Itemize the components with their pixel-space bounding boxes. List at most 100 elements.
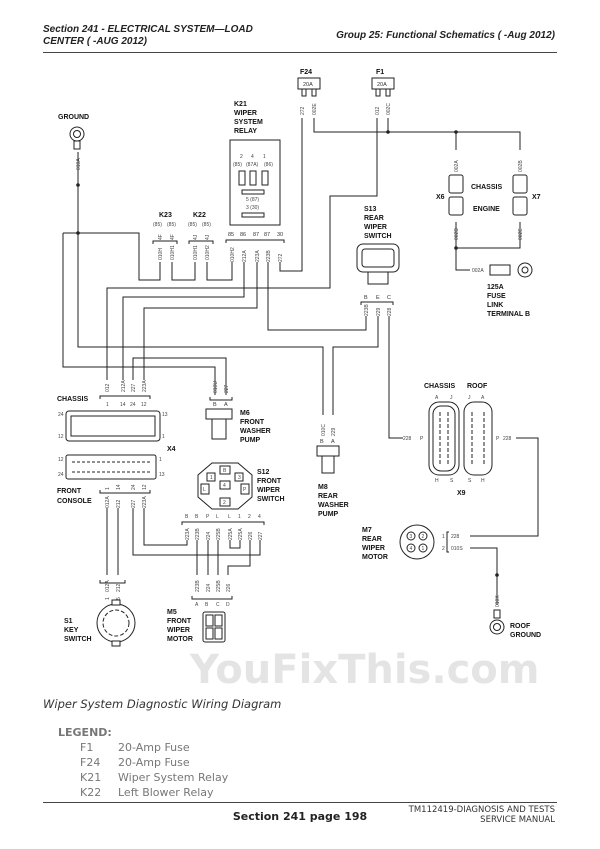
svg-text:FRONT: FRONT [167, 618, 192, 625]
svg-text:1: 1 [106, 402, 109, 408]
svg-text:3: 3 [410, 534, 413, 540]
svg-text:(85): (85) [167, 222, 176, 228]
svg-text:P: P [206, 514, 210, 520]
svg-text:A: A [331, 439, 335, 445]
svg-text:L: L [216, 514, 219, 520]
motor-m7: M7 REAR WIPER MOTOR 3 2 4 1 1 2 228 010S [362, 524, 463, 561]
svg-text:PUMP: PUMP [318, 511, 339, 518]
svg-text:86: 86 [240, 232, 246, 238]
fuse-f1: F1 20A 012 002C [371, 69, 395, 115]
svg-text:P: P [243, 487, 247, 493]
svg-text:2: 2 [442, 546, 445, 552]
connector-x9: CHASSIS ROOF A J J A H S S H X9 228 P P … [403, 383, 512, 497]
svg-text:3 (30): 3 (30) [246, 205, 259, 211]
svg-text:225B: 225B [216, 528, 222, 540]
relay-k23: K23 (85) (85) 4F 4F 010H 010H1 [152, 212, 178, 260]
svg-text:225A: 225A [228, 528, 234, 540]
svg-text:010S: 010S [451, 546, 463, 552]
footer-divider [43, 802, 557, 803]
svg-text:4F: 4F [170, 234, 176, 240]
svg-text:13: 13 [162, 412, 168, 418]
svg-text:4J: 4J [205, 234, 211, 240]
svg-text:226: 226 [226, 583, 232, 592]
svg-text:CHASSIS: CHASSIS [471, 184, 502, 191]
wire-label: 010A [76, 158, 82, 170]
svg-text:M5: M5 [167, 609, 177, 616]
svg-text:B: B [185, 514, 189, 520]
svg-text:12: 12 [141, 402, 147, 408]
svg-text:S12: S12 [257, 469, 270, 476]
svg-text:002A: 002A [454, 160, 460, 172]
svg-text:GROUND: GROUND [510, 632, 541, 639]
svg-text:229: 229 [376, 307, 382, 316]
svg-text:010H2: 010H2 [230, 247, 236, 262]
svg-text:010H2: 010H2 [205, 245, 211, 260]
motor-m5: 223B 224 225B 226 A B C D M5 FRONT WIPER… [167, 580, 233, 643]
svg-text:12: 12 [58, 434, 64, 440]
wiper-wiring-diagram: GROUND 010A F24 20A 272 002E F1 20A 012 … [57, 69, 541, 693]
svg-text:223A: 223A [255, 250, 261, 262]
svg-text:272: 272 [278, 253, 284, 262]
svg-text:WIPER: WIPER [234, 110, 257, 117]
svg-text:010C: 010C [321, 424, 327, 436]
svg-text:REAR: REAR [318, 493, 338, 500]
svg-text:125A: 125A [487, 284, 504, 291]
switch-s12: B 1 3 L 4 P 2 S12 FRONT WIPER SWITCH B B… [181, 462, 285, 540]
svg-text:223B: 223B [195, 528, 201, 540]
ground-label: GROUND [58, 114, 89, 121]
svg-text:1: 1 [238, 514, 241, 520]
svg-text:5: 5 [116, 597, 122, 600]
svg-text:A: A [481, 395, 485, 401]
connectors-x6-x7: 002A 002B 002D 002E X6 X7 CHASSIS ENGINE [436, 160, 541, 240]
svg-text:012: 012 [105, 383, 111, 392]
svg-text:FUSE: FUSE [487, 293, 506, 300]
svg-text:S1: S1 [64, 618, 73, 625]
svg-text:227: 227 [224, 384, 230, 393]
svg-text:1: 1 [442, 534, 445, 540]
svg-text:010H: 010H [158, 248, 164, 260]
key-switch-s1: 012A 212 1 5 S1 KEY SWITCH [64, 580, 136, 647]
svg-text:225A: 225A [238, 528, 244, 540]
svg-text:WIPER: WIPER [167, 627, 190, 634]
svg-text:229: 229 [331, 427, 337, 436]
svg-text:4: 4 [410, 546, 413, 552]
svg-text:H: H [481, 478, 485, 484]
ground-terminal: GROUND 010A [58, 114, 89, 170]
svg-text:24: 24 [58, 472, 64, 478]
svg-text:2: 2 [223, 500, 226, 506]
switch-s13: S13 REAR WIPER SWITCH B E C 223B 229 228 [356, 206, 400, 316]
svg-text:WIPER: WIPER [257, 487, 280, 494]
svg-text:SWITCH: SWITCH [257, 496, 285, 503]
svg-text:227: 227 [131, 499, 137, 508]
svg-text:K22: K22 [193, 212, 206, 219]
svg-text:012: 012 [375, 106, 381, 115]
legend-title: LEGEND: [58, 726, 112, 739]
svg-text:L: L [228, 514, 231, 520]
svg-text:F1: F1 [376, 69, 384, 76]
relay-k22: K22 (85) (85) 4J 4J 010H1 010H2 [188, 212, 214, 260]
svg-text:2: 2 [422, 534, 425, 540]
svg-text:PUMP: PUMP [240, 437, 261, 444]
svg-text:87: 87 [264, 232, 270, 238]
relay-k21: K21 WIPER SYSTEM RELAY 2 4 1 (85) (87A) … [225, 101, 285, 262]
svg-text:1: 1 [263, 154, 266, 160]
figure-caption: Wiper System Diagnostic Wiring Diagram [43, 697, 282, 711]
svg-text:227: 227 [258, 531, 264, 540]
svg-text:C: C [216, 602, 220, 608]
svg-text:002D: 002D [454, 228, 460, 240]
svg-text:223A: 223A [142, 496, 148, 508]
svg-text:212: 212 [116, 499, 122, 508]
svg-text:002A: 002A [472, 268, 484, 274]
svg-text:S: S [468, 478, 472, 484]
svg-text:(85): (85) [188, 222, 197, 228]
svg-text:WIPER: WIPER [362, 545, 385, 552]
svg-text:30: 30 [277, 232, 283, 238]
group-header: Group 25: Functional Schematics ( -Aug 2… [336, 30, 555, 41]
svg-text:2: 2 [248, 514, 251, 520]
svg-text:012A: 012A [105, 496, 111, 508]
wires [62, 118, 539, 605]
svg-text:212A: 212A [121, 380, 127, 392]
